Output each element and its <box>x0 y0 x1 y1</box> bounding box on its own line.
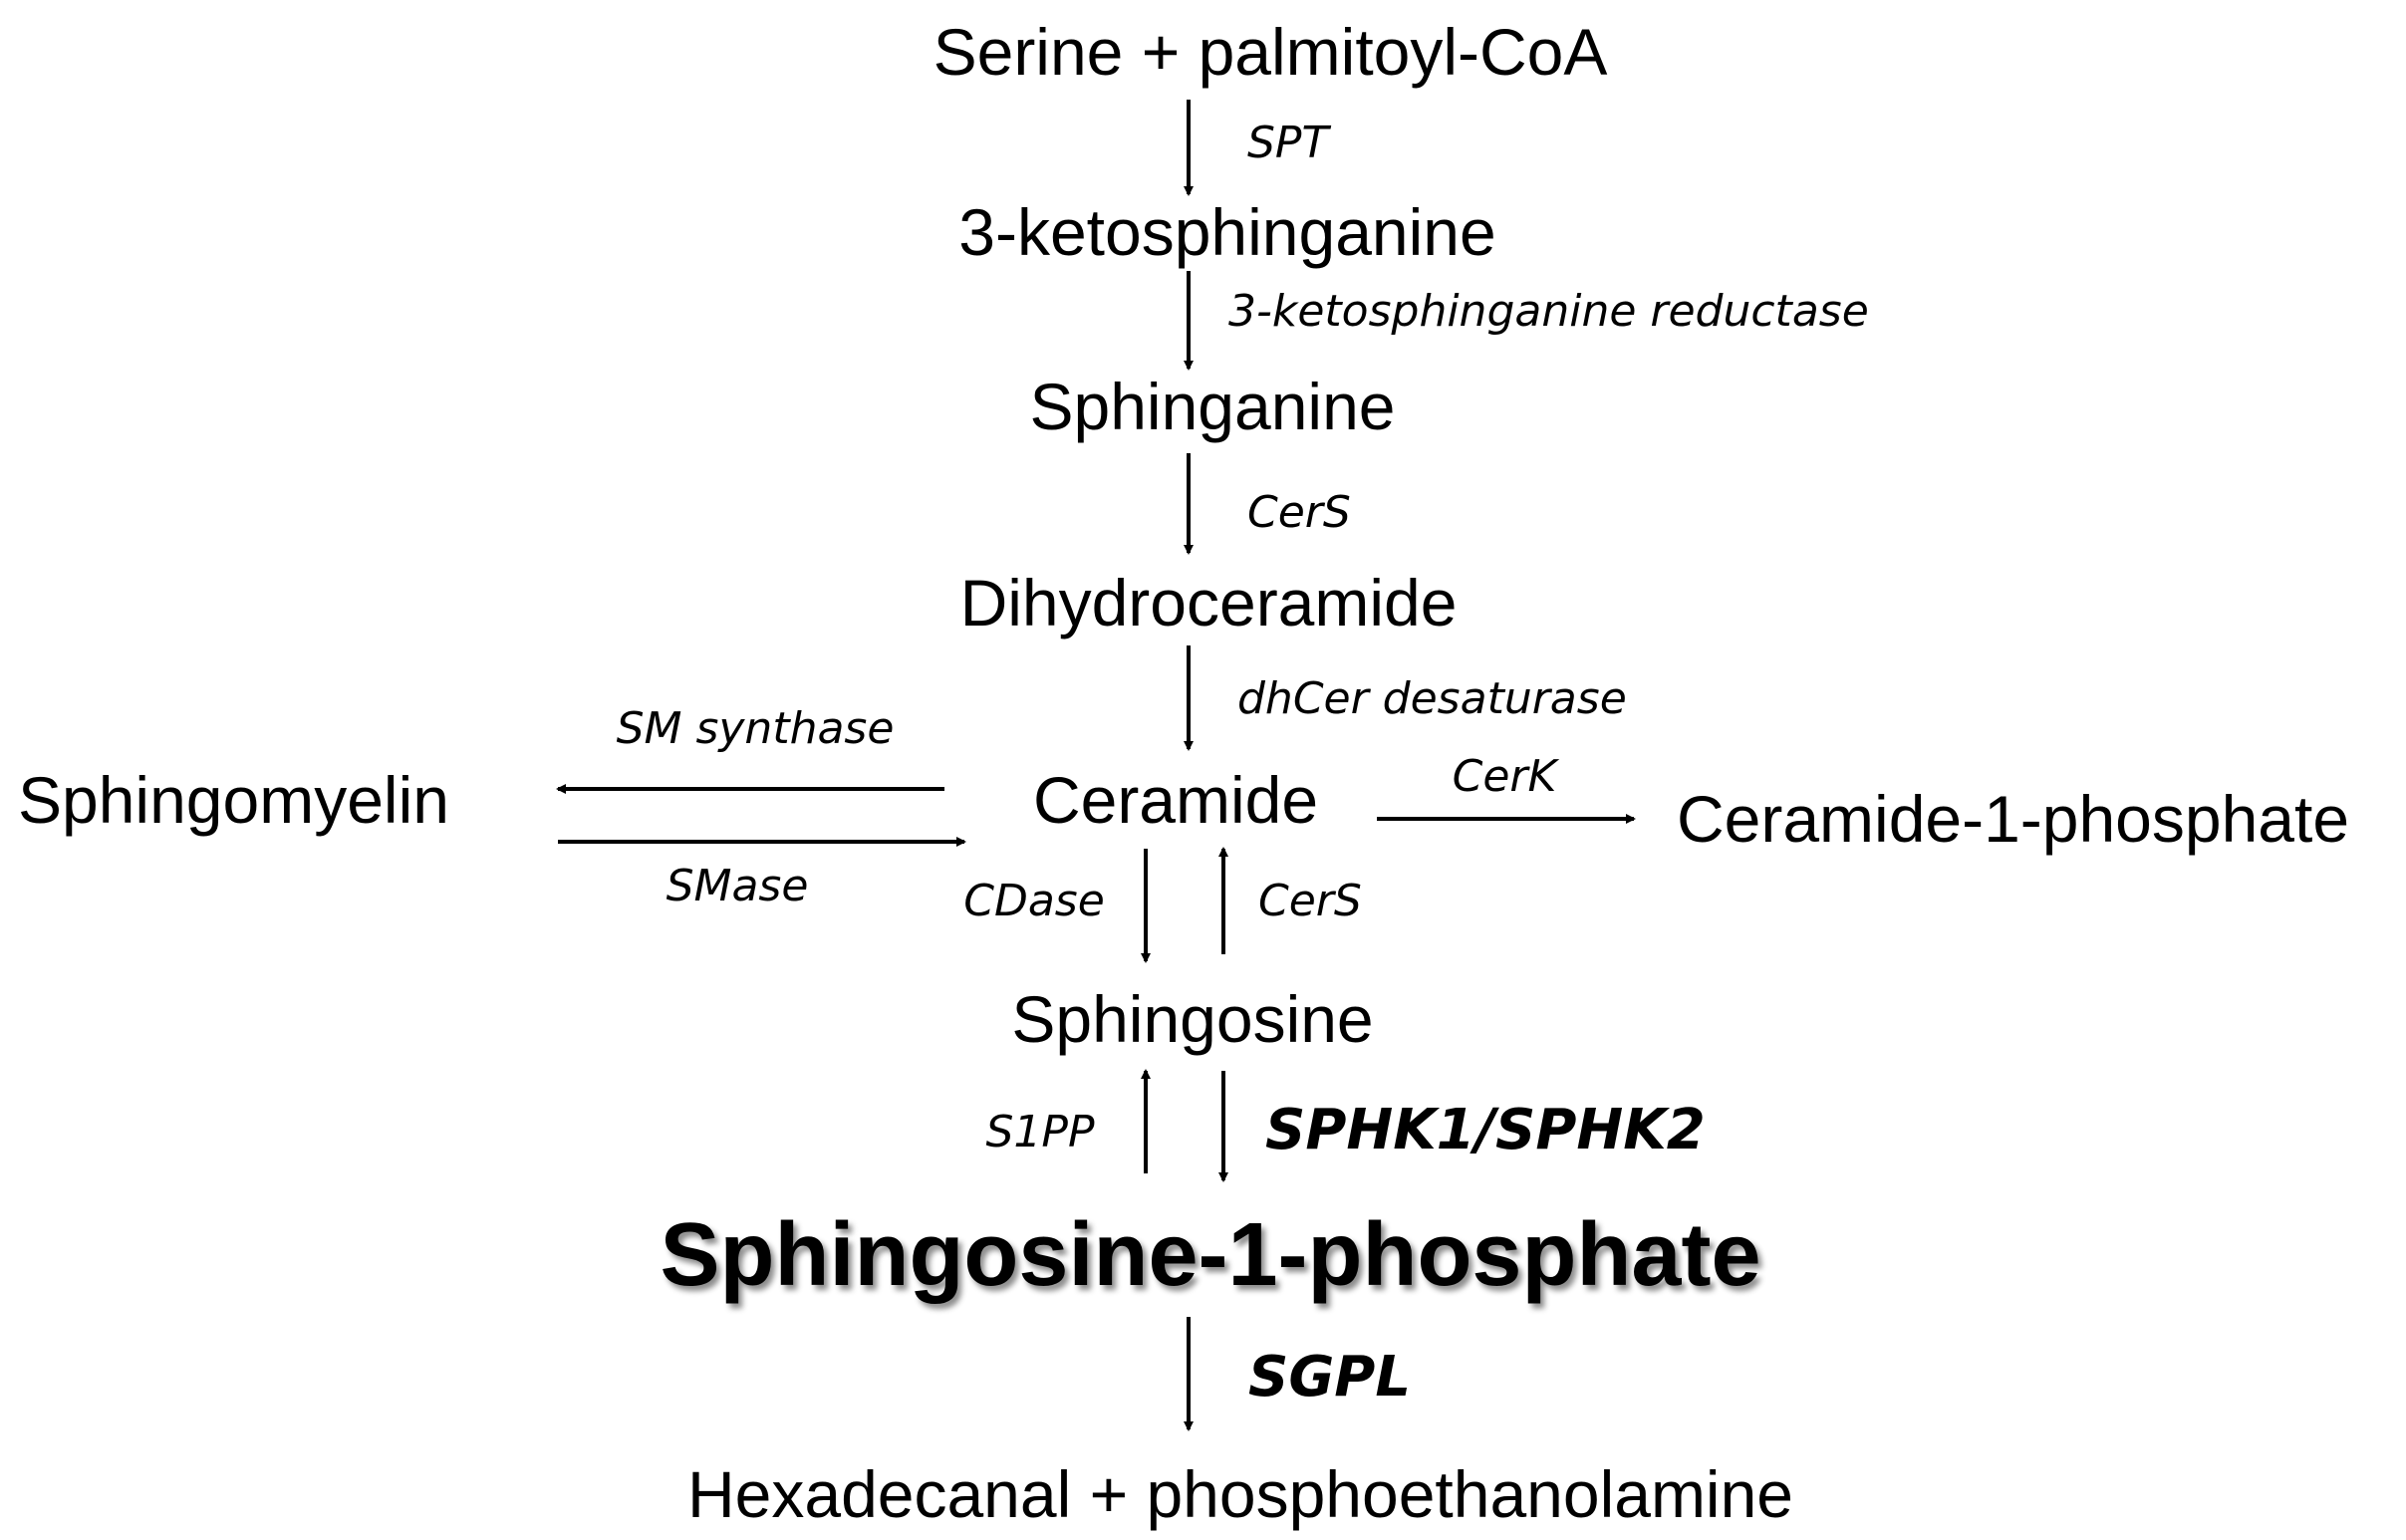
enzyme-dhcer-desaturase: dhCer desaturase <box>1237 673 1627 724</box>
enzyme-cers-top: CerS <box>1247 487 1351 538</box>
metabolite-ceramide-1-phosphate: Ceramide-1-phosphate <box>1677 782 2350 856</box>
metabolite-3-ketosphinganine: 3-ketosphinganine <box>958 195 1496 269</box>
enzyme-sgpl: SGPL <box>1248 1345 1412 1410</box>
metabolite-hexadecanal-phosphoethanolamine: Hexadecanal + phosphoethanolamine <box>686 1457 1794 1531</box>
enzyme-3-ketosphinganine-reductase: 3-ketosphinganine reductase <box>1228 286 1869 337</box>
enzyme-cerk: CerK <box>1452 751 1557 802</box>
enzyme-sphk1-sphk2: SPHK1/SPHK2 <box>1265 1098 1706 1162</box>
metabolite-ceramide: Ceramide <box>1032 763 1319 837</box>
metabolite-dihydroceramide: Dihydroceramide <box>959 566 1458 640</box>
metabolite-serine-palmitoyl-coa: Serine + palmitoyl-CoA <box>933 15 1608 89</box>
enzyme-cdase: CDase <box>963 876 1105 926</box>
enzyme-cers-bottom: CerS <box>1258 876 1362 926</box>
enzyme-spt: SPT <box>1247 118 1329 168</box>
enzyme-sm-synthase: SM synthase <box>616 703 895 754</box>
enzyme-smase: SMase <box>666 861 809 911</box>
metabolite-sphingomyelin: Sphingomyelin <box>18 763 449 837</box>
metabolite-sphinganine: Sphinganine <box>1029 370 1396 443</box>
enzyme-s1pp: S1PP <box>985 1107 1095 1157</box>
metabolite-sphingosine: Sphingosine <box>1011 982 1374 1056</box>
metabolite-sphingosine-1-phosphate: Sphingosine-1-phosphate <box>660 1205 1761 1305</box>
